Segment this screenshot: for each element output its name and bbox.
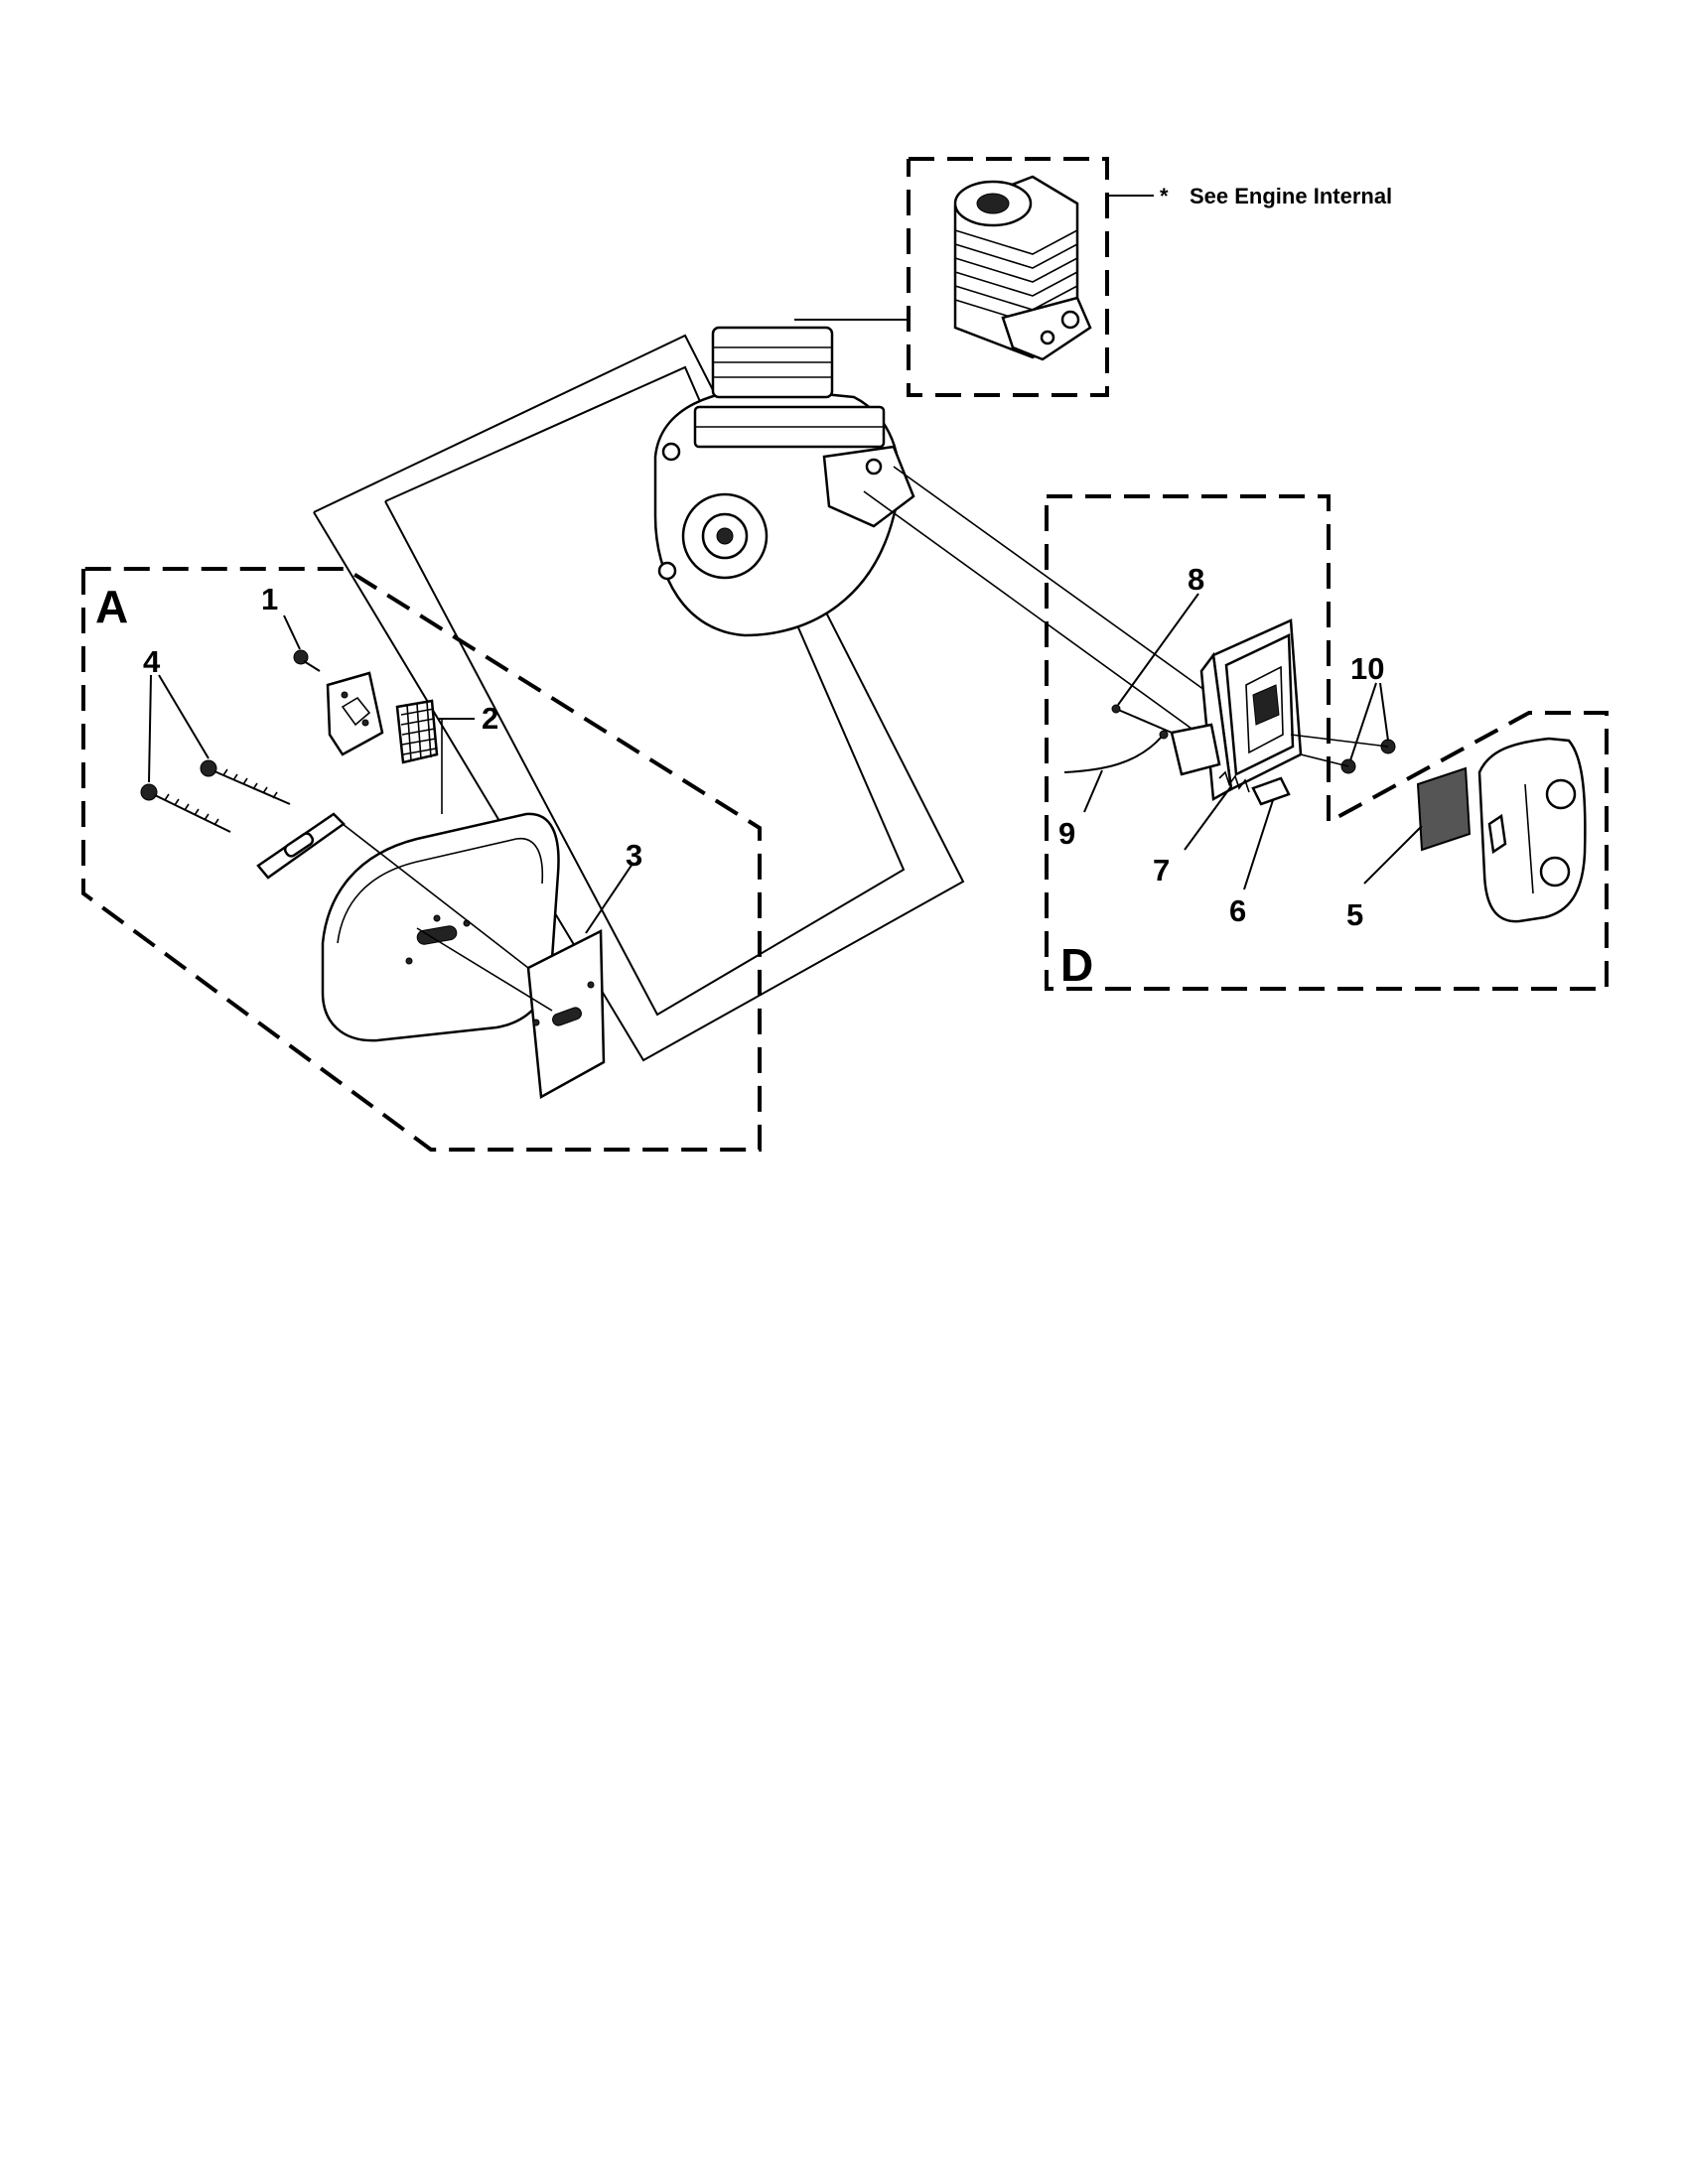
callout-10: 10 (1350, 651, 1384, 686)
engine-internal-box: * See Engine Internal (794, 157, 1392, 397)
group-a-label: A (95, 581, 128, 632)
callout-4: 4 (143, 644, 161, 679)
engine-block-drawing (653, 326, 1217, 748)
group-a-outline: A (81, 567, 762, 1152)
group-d-outline: D (1045, 494, 1609, 991)
group-d-label: D (1060, 939, 1093, 991)
callout-leaders (148, 593, 1423, 934)
callout-6: 6 (1229, 893, 1246, 928)
connector-part-6 (1251, 776, 1291, 806)
callout-5: 5 (1346, 897, 1363, 932)
cylinder-drawing (953, 175, 1092, 361)
see-engine-internal-note: See Engine Internal (1190, 184, 1392, 208)
bolts-part-4 (140, 759, 291, 833)
spark-screen-part-2 (395, 699, 439, 764)
screw-part-1 (293, 649, 321, 672)
group-d-parts (1063, 618, 1587, 923)
air-filter-part-5 (1416, 766, 1472, 852)
muffler-body (321, 812, 560, 1042)
muffler-gasket-part-3 (526, 928, 606, 1100)
spring-part-7 (1218, 770, 1250, 793)
wire-part-8 (1115, 708, 1173, 734)
callout-labels: 1 2 3 4 5 6 7 8 9 10 (143, 562, 1384, 932)
callout-3: 3 (626, 838, 642, 873)
coil-part-9 (1063, 723, 1221, 776)
air-box-housing (1199, 618, 1303, 802)
callout-8: 8 (1188, 562, 1204, 597)
callout-7: 7 (1153, 853, 1170, 887)
callout-9: 9 (1058, 816, 1075, 851)
callout-2: 2 (482, 701, 498, 736)
group-a-parts (140, 649, 606, 1100)
air-filter-cover (1477, 737, 1587, 923)
note-asterisk: * (1160, 184, 1169, 208)
callout-1: 1 (261, 582, 278, 616)
